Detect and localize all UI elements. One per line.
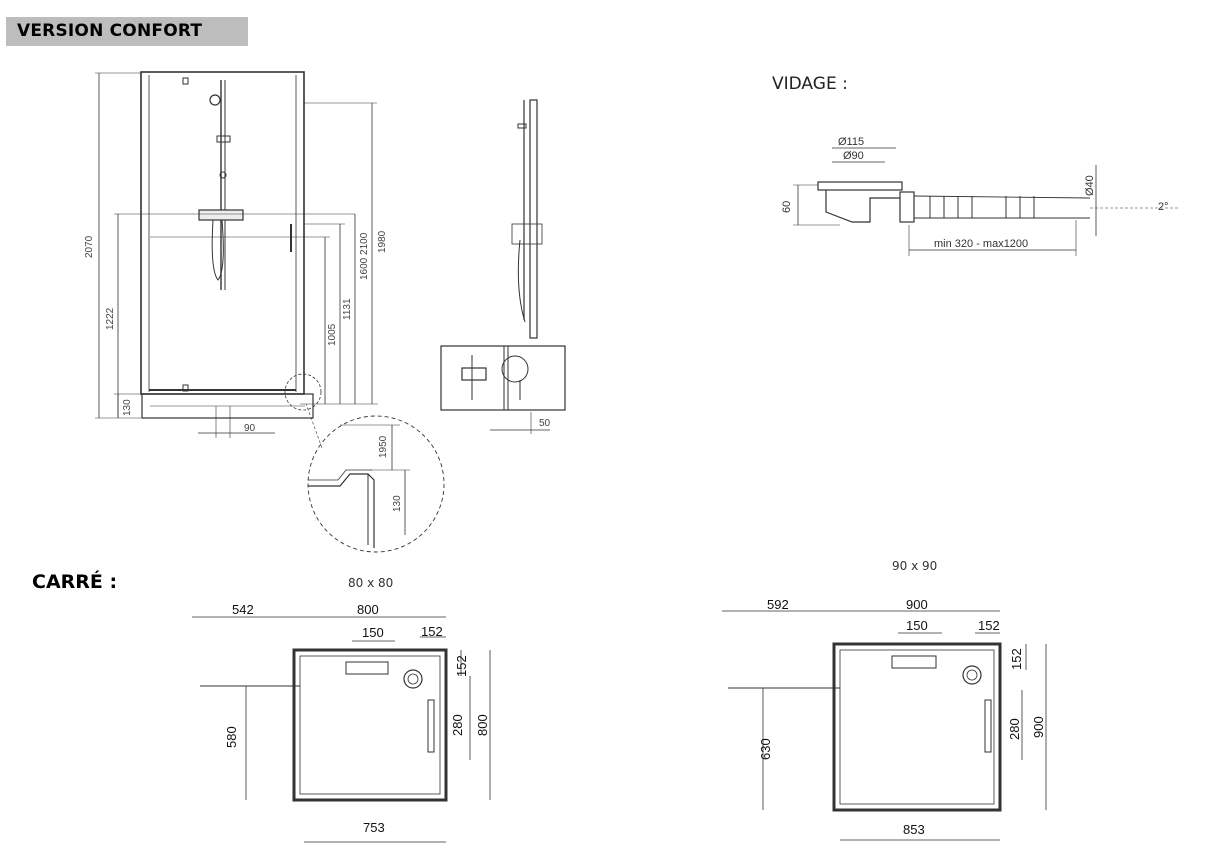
dim-d40: Ø40 xyxy=(1084,175,1096,196)
dim-280: 280 xyxy=(450,714,465,736)
dim-900-v: 900 xyxy=(1031,716,1046,738)
dim-d90: Ø90 xyxy=(843,150,864,162)
dim-1980: 1980 xyxy=(377,230,388,253)
plan90-size-label: 90 x 90 xyxy=(892,559,938,573)
carre-title: CARRÉ : xyxy=(32,571,118,593)
plan-90 xyxy=(722,610,1047,841)
dim-152-v-90: 152 xyxy=(1009,648,1024,670)
dim-d115: Ø115 xyxy=(838,136,864,148)
dim-152: 152 xyxy=(421,624,443,639)
dim-753: 753 xyxy=(363,820,385,835)
dim-1222: 1222 xyxy=(105,307,116,330)
dim-2070: 2070 xyxy=(84,235,95,258)
side-view xyxy=(440,99,566,434)
section-title: VERSION CONFORT xyxy=(17,21,203,41)
dim-1005: 1005 xyxy=(327,323,338,346)
dim-1950: 1950 xyxy=(378,435,389,458)
dim-150: 150 xyxy=(362,625,384,640)
dim-130: 130 xyxy=(122,399,133,416)
dim-angle: 2° xyxy=(1158,201,1169,213)
section-header: VERSION CONFORT xyxy=(6,17,248,46)
dim-150-90: 150 xyxy=(906,618,928,633)
dim-542: 542 xyxy=(232,602,254,617)
dim-630: 630 xyxy=(758,738,773,760)
dim-60: 60 xyxy=(781,201,793,213)
dim-1131: 1131 xyxy=(342,298,353,320)
dim-152-90: 152 xyxy=(978,618,1000,633)
dim-152-v: 152 xyxy=(454,655,469,677)
plan80-size-label: 80 x 80 xyxy=(348,576,394,590)
front-elevation xyxy=(95,71,378,438)
dim-580: 580 xyxy=(224,726,239,748)
detail-view xyxy=(305,403,445,553)
dim-592: 592 xyxy=(767,597,789,612)
dim-detail-130: 130 xyxy=(392,495,403,512)
dim-1600-2100: 1600 2100 xyxy=(359,232,370,280)
dim-900: 900 xyxy=(906,597,928,612)
dim-800-v: 800 xyxy=(475,714,490,736)
plan-80 xyxy=(192,616,491,843)
vidage-title: VIDAGE : xyxy=(772,74,848,94)
dim-800: 800 xyxy=(357,602,379,617)
dim-853: 853 xyxy=(903,822,925,837)
vidage-drawing xyxy=(793,147,1180,256)
dim-90: 90 xyxy=(244,423,256,434)
dim-280-90: 280 xyxy=(1007,718,1022,740)
dim-length: min 320 - max1200 xyxy=(934,238,1028,250)
dim-50: 50 xyxy=(539,418,551,429)
